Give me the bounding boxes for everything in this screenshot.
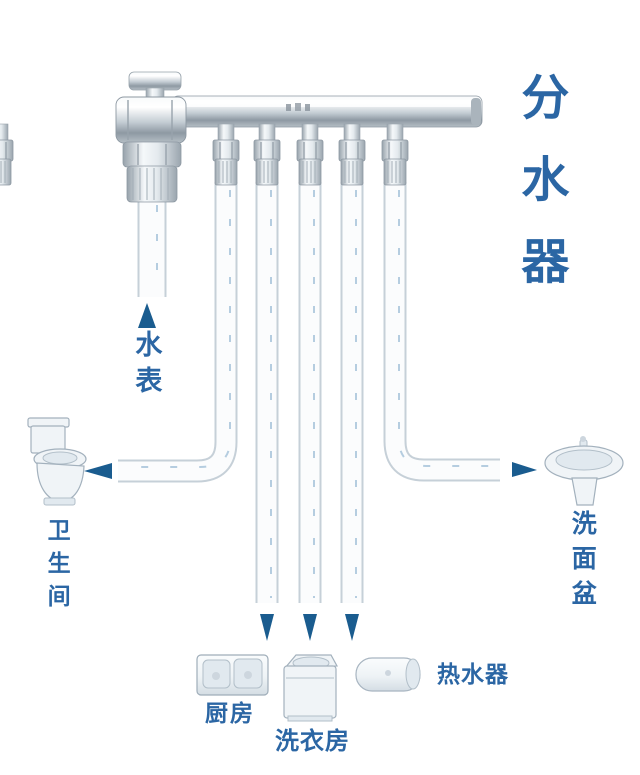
manifold-pipe <box>171 95 483 128</box>
pipe-to-kitchen <box>255 182 279 603</box>
left-arrow-icon <box>84 463 112 479</box>
up-arrow-icon <box>138 303 156 328</box>
arrows <box>84 303 537 641</box>
pipe-to-basin <box>383 182 500 482</box>
diagram-title: 分水器 <box>513 72 567 318</box>
outlet-fitting-1 <box>212 123 240 186</box>
pipe-to-bathroom <box>118 182 238 483</box>
manifold-marking <box>286 103 310 111</box>
right-arrow-icon <box>512 462 537 477</box>
kitchen-label: 厨房 <box>205 700 255 726</box>
pipe-to-water-heater <box>340 182 364 603</box>
wash-basin-label: 洗面盆 <box>568 510 597 615</box>
washing-machine-illustration <box>283 654 338 722</box>
water-meter-pipe <box>137 198 167 297</box>
water-heater-illustration <box>355 657 421 692</box>
outlet-fitting-2 <box>253 123 281 186</box>
outlet-fitting <box>0 123 14 186</box>
outlet-fitting-3 <box>296 123 324 186</box>
toilet-illustration <box>27 417 87 506</box>
outlet-fitting-4 <box>338 123 366 186</box>
main-shutoff-valve <box>115 71 187 203</box>
pipe-to-laundry <box>298 182 322 603</box>
kitchen-sink-illustration <box>196 654 269 696</box>
bathroom-label: 卫生间 <box>44 518 71 617</box>
outlet-fitting-5 <box>381 123 409 186</box>
laundry-label: 洗衣房 <box>275 728 350 755</box>
down-arrow-icon <box>345 614 359 641</box>
water-heater-label: 热水器 <box>437 661 509 687</box>
down-arrow-icon <box>303 614 317 641</box>
down-arrow-icon <box>260 614 274 641</box>
wash-basin-illustration <box>544 436 624 506</box>
water-meter-label: 水表 <box>131 330 162 402</box>
